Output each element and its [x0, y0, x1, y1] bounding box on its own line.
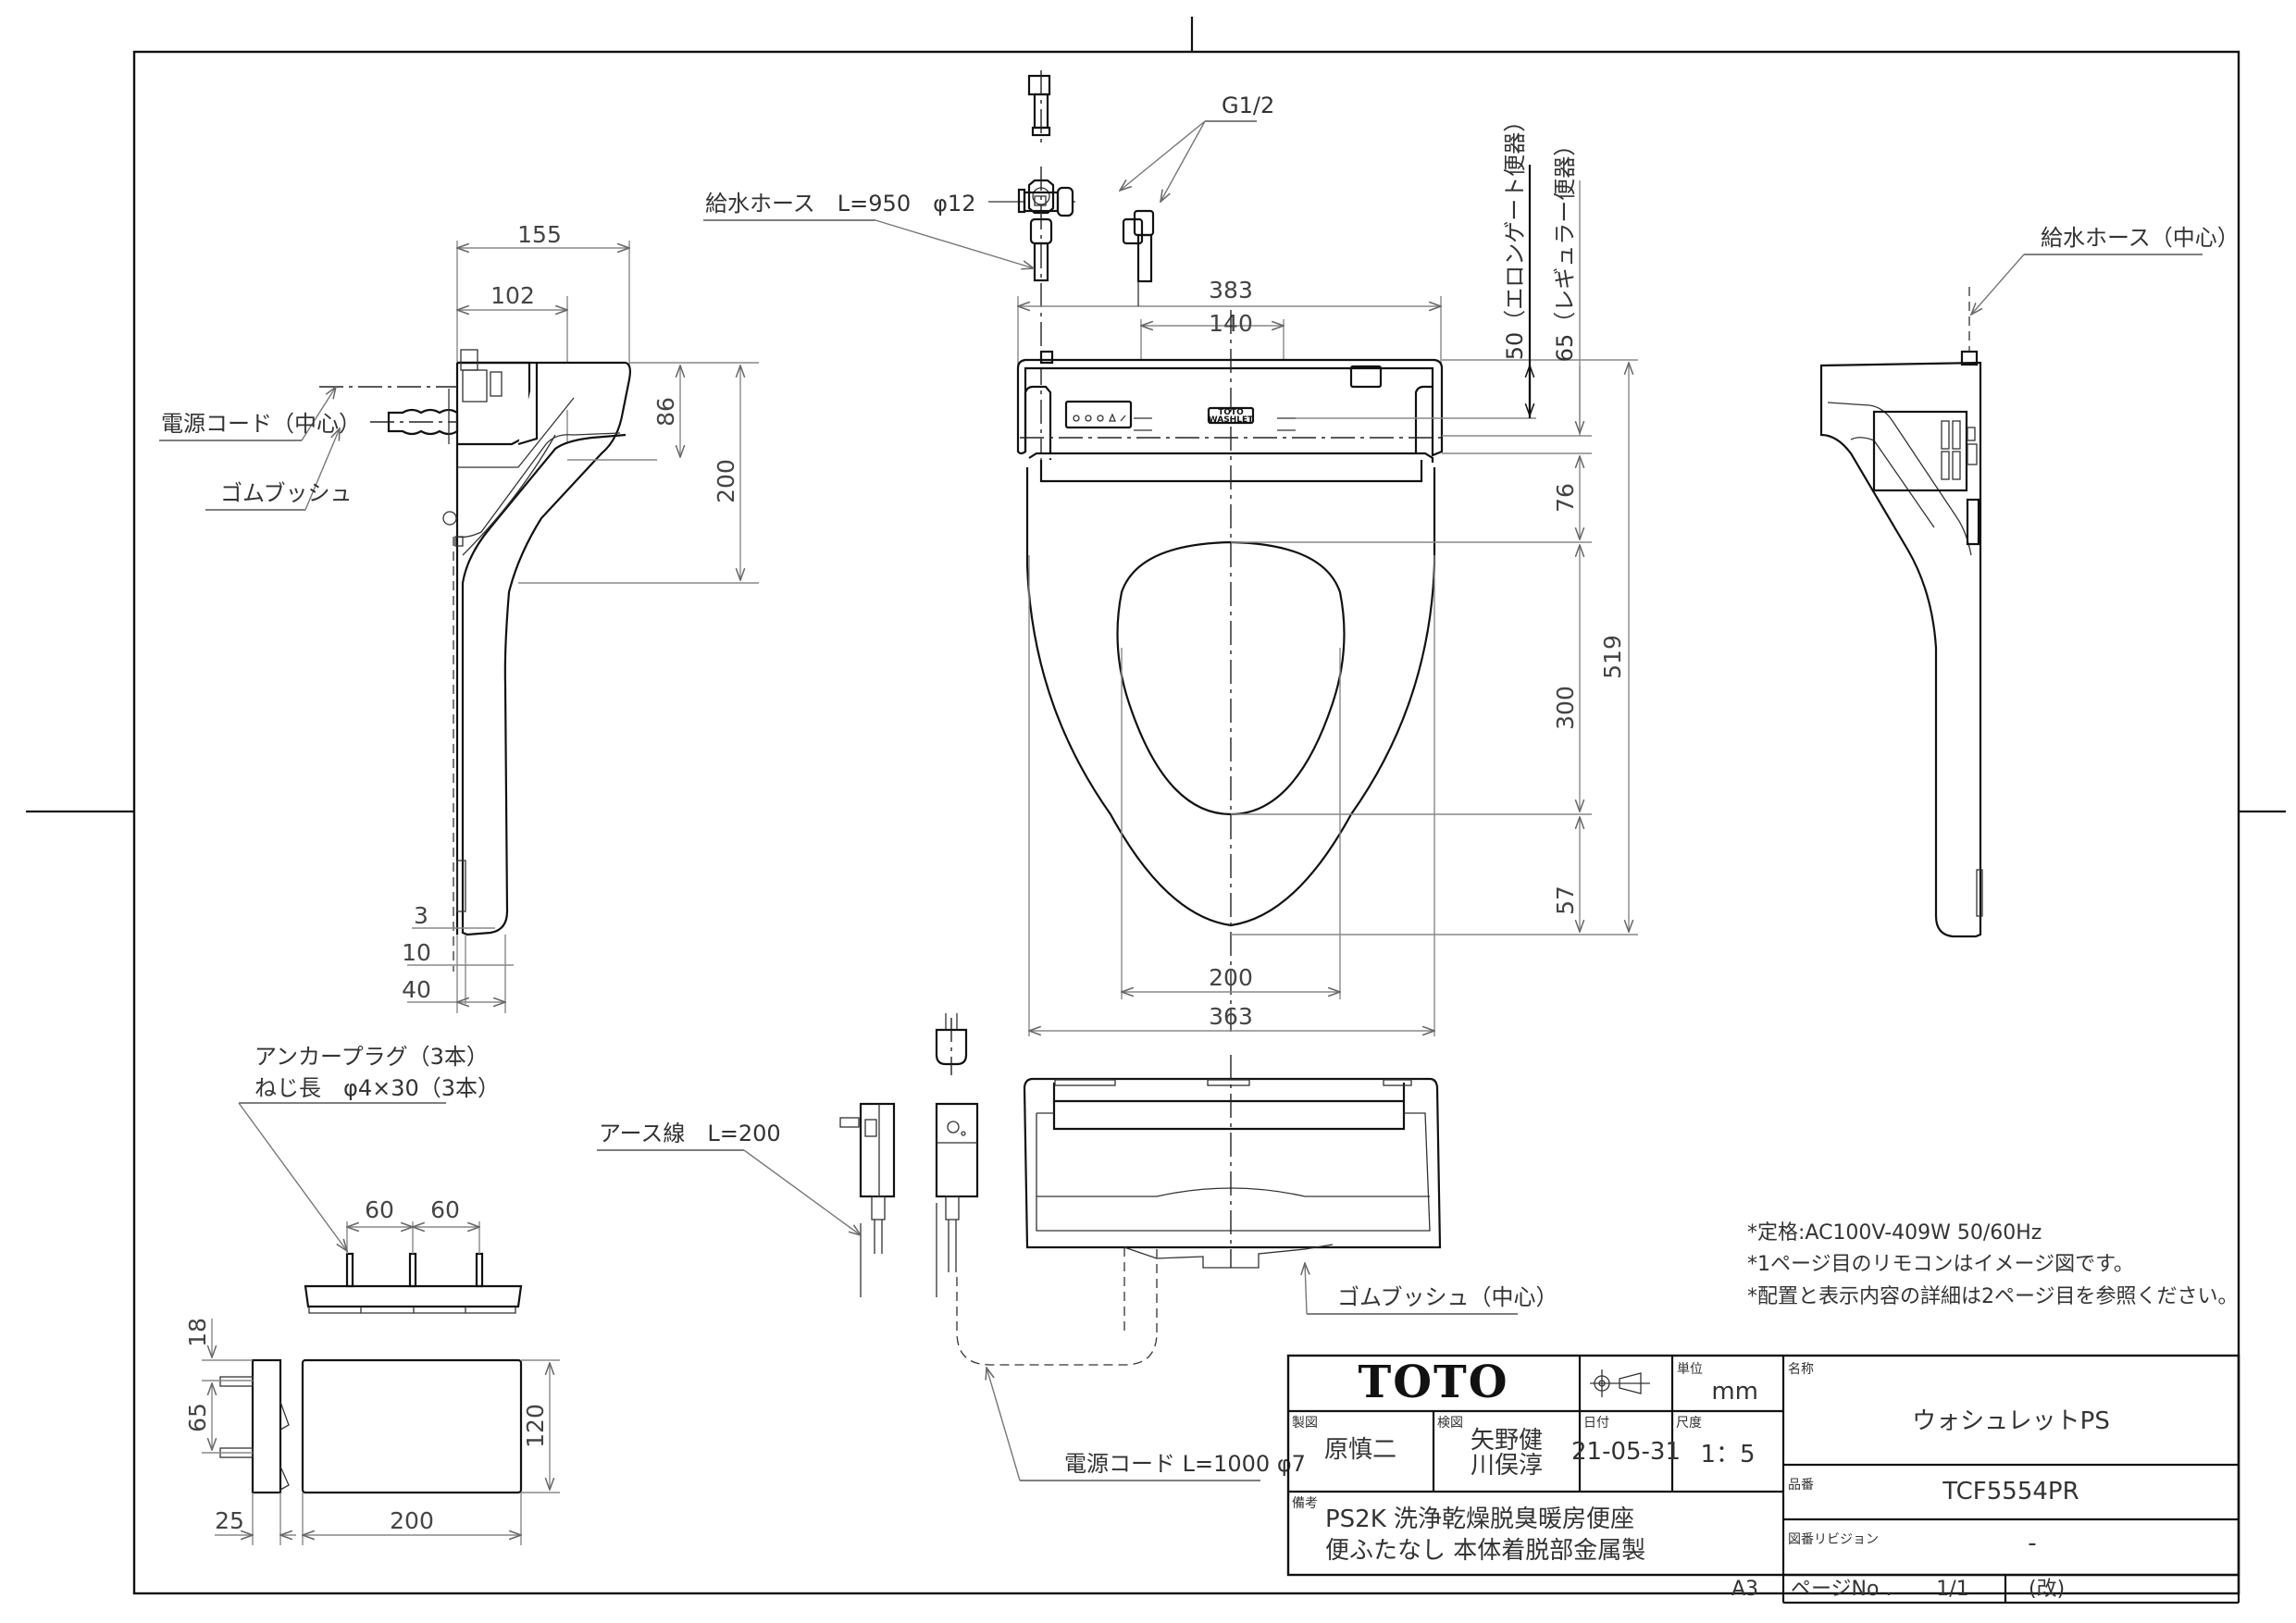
dim-65: 65: [184, 1403, 211, 1432]
dim-383: 383: [1209, 277, 1253, 304]
title-block: TOTO 単位 mm 製図 原慎二 検図 矢野健 川俣淳 日付 21-05-31…: [1286, 1354, 2240, 1604]
dim-18: 18: [184, 1318, 211, 1347]
callout-rubber-bush: ゴムブッシュ: [220, 480, 353, 506]
date-value: 21-05-31: [1571, 1438, 1681, 1466]
scale-value: 1：5: [1700, 1441, 1755, 1468]
scale-label: 尺度: [1676, 1416, 1702, 1431]
drawn-by-label: 製図: [1292, 1416, 1318, 1431]
product-name: ウォシュレットPS: [1912, 1407, 2110, 1435]
dim-200-holder: 200: [390, 1507, 434, 1534]
front-view: G1/2 給水ホース L=950 φ12 383 140 TOTO WASHLE…: [703, 70, 1638, 1036]
note-rating: *定格:AC100V-409W 50/60Hz: [1747, 1221, 2042, 1245]
page-label: ページNo .: [1791, 1578, 1892, 1601]
callout-screw-length: ねじ長 φ4×30（3本）: [254, 1075, 500, 1101]
dim-76: 76: [1552, 483, 1579, 513]
dim-300: 300: [1552, 686, 1579, 730]
part-no: TCF5554PR: [1942, 1478, 2079, 1505]
page-value: 1/1: [1936, 1578, 1968, 1601]
sheet-frame: [26, 17, 2286, 1595]
dim-519: 519: [1599, 635, 1626, 679]
dim-60-b: 60: [430, 1196, 460, 1223]
callout-power-cord-center: 電源コード（中心）: [161, 411, 361, 437]
bottom-view: ゴムブッシュ（中心）: [1023, 1055, 1558, 1332]
dim-60-a: 60: [365, 1196, 394, 1223]
checked-by-value-2: 川俣淳: [1471, 1452, 1543, 1480]
dim-57: 57: [1552, 886, 1579, 915]
dim-363: 363: [1209, 1003, 1253, 1030]
callout-regular-bowl: 65（レギュラー便器）: [1552, 134, 1578, 363]
note-see-page-2: *配置と表示内容の詳細は2ページ目を参照ください。: [1747, 1285, 2239, 1308]
callout-elongate-bowl: 50（エロンゲート便器）: [1502, 110, 1528, 361]
dim-40: 40: [402, 976, 431, 1003]
dim-86: 86: [652, 397, 679, 427]
remote-holder-views: 60 60 アンカープラグ（3本） ねじ長 φ4×30（3本） 18 65 12…: [184, 1044, 560, 1545]
dim-200-opening: 200: [1209, 964, 1253, 991]
dim-3: 3: [414, 902, 428, 929]
remarks-label: 備考: [1292, 1496, 1318, 1511]
note-remote-image: *1ページ目のリモコンはイメージ図です。: [1747, 1253, 2134, 1276]
callout-g12-thread: G1/2: [1222, 93, 1274, 118]
dim-155: 155: [517, 221, 562, 248]
checked-by-label: 検図: [1437, 1416, 1463, 1431]
date-label: 日付: [1583, 1416, 1609, 1431]
dim-120: 120: [522, 1404, 549, 1448]
revision-label: 図番リビジョン: [1788, 1532, 1879, 1547]
callout-anchor-plug: アンカープラグ（3本）: [254, 1044, 489, 1070]
checked-by-value-1: 矢野健: [1471, 1427, 1543, 1455]
brand-toto-text: TOTO: [1218, 408, 1244, 417]
dim-102: 102: [490, 282, 535, 309]
dim-200-side: 200: [713, 459, 739, 503]
units-value: mm: [1711, 1378, 1758, 1406]
left-side-view: 155 102 86 200: [159, 221, 759, 1013]
drawn-by-value: 原慎二: [1324, 1436, 1396, 1464]
name-label: 名称: [1788, 1362, 1814, 1377]
units-label: 単位: [1677, 1362, 1703, 1377]
remarks-line-1: PS2K 洗浄乾燥脱臭暖房便座: [1325, 1505, 1634, 1533]
right-side-view: 給水ホース（中心）: [1819, 225, 2240, 938]
callout-power-cord: 電源コード L=1000 φ7: [1064, 1451, 1306, 1477]
power-plug-views: アース線 L=200 電源コード L=1000 φ7: [597, 1013, 1306, 1481]
sheet-size: A3: [1731, 1578, 1758, 1601]
part-no-label: 品番: [1788, 1478, 1814, 1493]
callout-supply-hose: 給水ホース L=950 φ12: [705, 191, 975, 217]
control-panel-icons: [1073, 413, 1126, 422]
revision-value: -: [2028, 1530, 2036, 1557]
dim-10: 10: [402, 939, 431, 966]
remarks-line-2: 便ふたなし 本体着脱部金属製: [1325, 1537, 1645, 1565]
third-angle-projection-icon: [1590, 1369, 1650, 1397]
revision-mark: (改): [2029, 1578, 2065, 1601]
dim-25: 25: [215, 1507, 244, 1534]
callout-rubber-bush-center: ゴムブッシュ（中心）: [1337, 1284, 1558, 1310]
toto-logo: TOTO: [1358, 1357, 1508, 1408]
callout-earth-wire: アース線 L=200: [599, 1121, 781, 1146]
notes-block: *定格:AC100V-409W 50/60Hz *1ページ目のリモコンはイメージ…: [1747, 1221, 2239, 1308]
callout-supply-hose-center: 給水ホース（中心）: [2041, 225, 2240, 251]
